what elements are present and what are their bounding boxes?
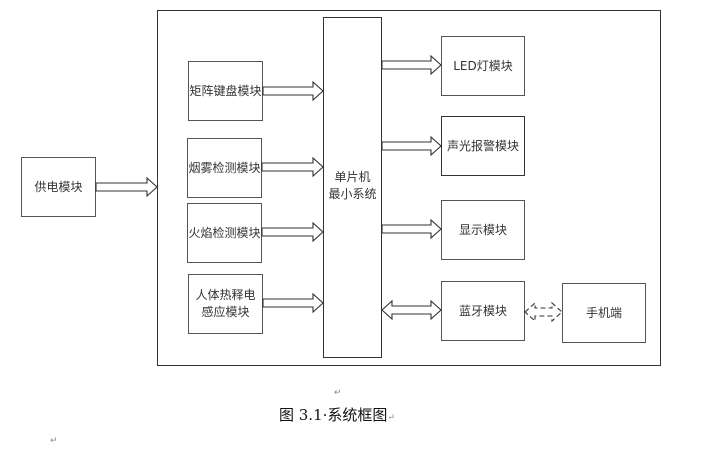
led-module-box: LED灯模块 — [441, 36, 525, 96]
keypad-module-box: 矩阵键盘模块 — [188, 61, 263, 121]
mcu-box: 单片机 最小系统 — [323, 17, 382, 358]
keypad-arrow — [262, 80, 324, 102]
paragraph-mark: ↵ — [387, 413, 395, 423]
display-arrow — [381, 218, 442, 240]
led-module-label: LED灯模块 — [453, 58, 513, 73]
flame-module-label: 火焰检测模块 — [188, 225, 261, 240]
keypad-module-label: 矩阵键盘模块 — [189, 83, 262, 98]
alarm-arrow — [381, 135, 442, 157]
led-arrow — [381, 54, 442, 76]
alarm-module-label: 声光报警模块 — [446, 138, 519, 153]
smoke-module-label: 烟雾检测模块 — [188, 160, 261, 175]
bluetooth-module-label: 蓝牙模块 — [458, 303, 507, 318]
flame-arrow — [261, 221, 324, 243]
pir-arrow — [262, 292, 324, 314]
phone-box: 手机端 — [562, 283, 646, 343]
power-module-label: 供电模块 — [34, 179, 83, 194]
display-module-box: 显示模块 — [441, 200, 525, 260]
pir-module-box: 人体热释电感应模块 — [188, 274, 263, 334]
bluetooth-module-box: 蓝牙模块 — [441, 281, 525, 341]
figure-caption: 图 3.1·系统框图↵ — [279, 404, 395, 425]
paragraph-mark: ↵ — [334, 388, 342, 398]
pir-module-label: 人体热释电感应模块 — [195, 288, 256, 319]
power-arrow — [95, 176, 158, 198]
figure-caption-text: 图 3.1·系统框图 — [279, 406, 388, 424]
phone-link-arrow — [524, 301, 563, 323]
phone-label: 手机端 — [585, 305, 622, 320]
mcu-label-line1: 单片机 — [334, 169, 371, 184]
paragraph-mark: ↵ — [50, 436, 58, 446]
power-module-box: 供电模块 — [21, 157, 96, 217]
display-module-label: 显示模块 — [458, 222, 507, 237]
alarm-module-box: 声光报警模块 — [441, 116, 525, 176]
bluetooth-arrow — [381, 299, 442, 321]
smoke-arrow — [261, 156, 324, 178]
mcu-label-line2: 最小系统 — [328, 186, 377, 201]
system-frame — [157, 10, 661, 366]
